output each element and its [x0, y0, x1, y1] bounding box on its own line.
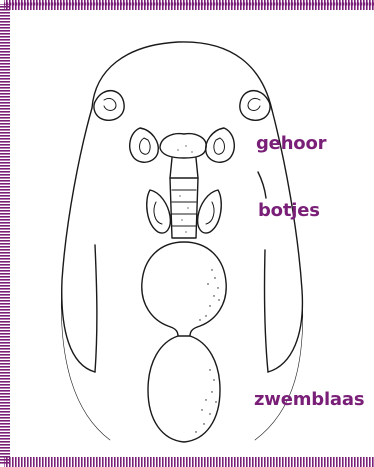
swim-bladder-anterior: [142, 242, 226, 336]
label-ossicles: botjes: [258, 200, 320, 221]
label-swim-bladder: zwemblaas: [254, 389, 364, 410]
head-outline: [92, 42, 272, 110]
left-ear: [94, 91, 124, 121]
right-fin-line: [264, 250, 268, 372]
left-body-outline: [62, 108, 95, 372]
left-fin-line: [95, 245, 97, 372]
label-leader-line: [258, 172, 266, 198]
ossicles-top: [160, 134, 206, 158]
swim-bladder-posterior: [148, 336, 220, 442]
right-ear: [240, 91, 270, 121]
vertebral-column: [170, 178, 198, 238]
label-hearing: gehoor: [256, 133, 326, 154]
